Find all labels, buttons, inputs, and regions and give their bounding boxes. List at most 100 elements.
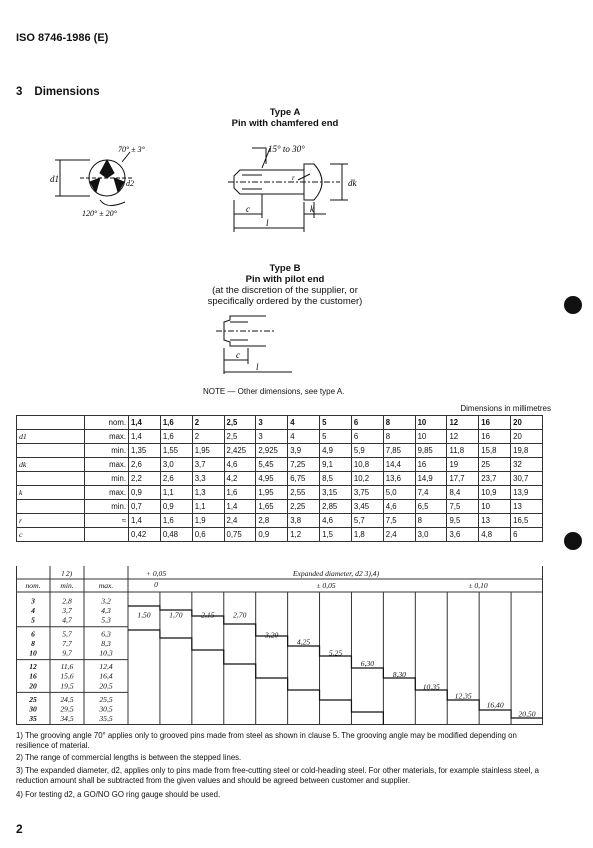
table-cell: 16 bbox=[478, 429, 512, 444]
pin-cross-section bbox=[55, 151, 134, 206]
row-symbol: k bbox=[16, 485, 85, 500]
table-cell: 6 bbox=[510, 527, 543, 542]
dk-label: dk bbox=[348, 178, 358, 188]
size-header: 2 bbox=[191, 415, 225, 430]
table-cell: 32 bbox=[510, 457, 543, 472]
table-cell: 3,75 bbox=[350, 485, 384, 500]
tolerance-3: ± 0,10 bbox=[468, 581, 488, 590]
expanded-value: 6,30 bbox=[361, 659, 374, 668]
size-header: 6 bbox=[350, 415, 384, 430]
type-b-l-label: l bbox=[256, 362, 259, 372]
size-header: 12 bbox=[446, 415, 480, 430]
stepped-line-lower bbox=[128, 629, 384, 725]
table-cell bbox=[16, 415, 85, 430]
table-cell: 1,4 bbox=[128, 429, 161, 444]
c-label: c bbox=[246, 204, 250, 214]
table-cell: 1,55 bbox=[159, 443, 193, 458]
table-cell: 7,25 bbox=[287, 457, 321, 472]
length-min: 24,5 bbox=[60, 695, 73, 704]
table-cell: 13 bbox=[478, 513, 512, 528]
table-cell: 17,7 bbox=[446, 471, 480, 486]
type-b-line2: specifically ordered by the customer) bbox=[207, 296, 363, 307]
size-header: 16 bbox=[478, 415, 512, 430]
size-header: 2,5 bbox=[223, 415, 257, 430]
table-cell: 1,1 bbox=[191, 499, 225, 514]
table-cell: 10 bbox=[414, 429, 448, 444]
groove-angle2-label: 120° ± 20° bbox=[82, 209, 118, 218]
standard-header: ISO 8746-1986 (E) bbox=[16, 32, 109, 44]
table-cell: 2,6 bbox=[128, 457, 161, 472]
footnote-4: 4) For testing d2, a GO/NO GO ring gauge… bbox=[16, 790, 221, 799]
length-nom: 35 bbox=[28, 714, 37, 723]
length-nom: 40 bbox=[28, 724, 37, 725]
row-label bbox=[84, 527, 129, 542]
table-cell: 0,7 bbox=[128, 499, 161, 514]
table-cell: 3,15 bbox=[319, 485, 352, 500]
page-number: 2 bbox=[16, 822, 23, 836]
table-cell: 3,8 bbox=[287, 513, 321, 528]
table-cell: 2,6 bbox=[159, 471, 193, 486]
table-cell: 1,3 bbox=[191, 485, 225, 500]
length-nom: 5 bbox=[31, 616, 35, 625]
table-cell: 2,8 bbox=[255, 513, 289, 528]
length-nom-header: nom. bbox=[26, 581, 41, 590]
table-cell: 7,85 bbox=[382, 443, 416, 458]
type-a-drawing: d1 d2 70° ± 3° 120° ± 20° 15° to 30° c k… bbox=[50, 144, 358, 232]
table-cell: 8,4 bbox=[446, 485, 480, 500]
length-min: 34,5 bbox=[59, 714, 73, 723]
l-label: l bbox=[266, 218, 269, 228]
length-max: 3,2 bbox=[100, 597, 111, 606]
table-cell: 25 bbox=[478, 457, 512, 472]
section-title: Dimensions bbox=[34, 86, 100, 98]
row-label: max. bbox=[84, 429, 129, 444]
table-cell: 3,45 bbox=[350, 499, 384, 514]
tolerance-1b: 0 bbox=[154, 580, 158, 589]
length-max-header: max. bbox=[99, 581, 114, 590]
tolerance-1: + 0,05 bbox=[146, 569, 167, 578]
expanded-value: 12,35 bbox=[455, 692, 472, 701]
length-nom: 4 bbox=[30, 606, 35, 615]
length-nom: 16 bbox=[29, 672, 37, 681]
table-cell: 15,8 bbox=[478, 443, 512, 458]
k-label: k bbox=[310, 204, 315, 214]
table-cell: 7,5 bbox=[382, 513, 416, 528]
length-max: 5,3 bbox=[101, 616, 111, 625]
table-cell: 9,5 bbox=[446, 513, 480, 528]
table-cell: 8 bbox=[382, 429, 416, 444]
table-cell: 1,1 bbox=[159, 485, 193, 500]
pin-side-view bbox=[228, 147, 348, 232]
length-max: 16,4 bbox=[99, 672, 112, 681]
section-heading: 3 Dimensions bbox=[16, 86, 100, 98]
length-max: 40,5 bbox=[99, 724, 112, 725]
expanded-diameter-title: Expanded diameter, d2 3),4) bbox=[292, 569, 380, 578]
table-cell: 0,42 bbox=[128, 527, 161, 542]
table-cell: 4,8 bbox=[478, 527, 512, 542]
expanded-value: 10,35 bbox=[423, 683, 440, 692]
table-cell: 2,2 bbox=[128, 471, 161, 486]
table-cell: 4,9 bbox=[319, 443, 352, 458]
expanded-value: 16,40 bbox=[487, 701, 504, 710]
table-cell: 3,3 bbox=[191, 471, 225, 486]
table-cell: 11,8 bbox=[446, 443, 480, 458]
units-note: Dimensions in millimetres bbox=[460, 404, 551, 413]
table-cell: 19,8 bbox=[510, 443, 543, 458]
length-min: 4,7 bbox=[62, 616, 73, 625]
section-number: 3 bbox=[16, 86, 23, 98]
table-cell: 6 bbox=[350, 429, 384, 444]
length-nom: 10 bbox=[29, 649, 37, 658]
table-cell: 10,8 bbox=[350, 457, 384, 472]
footnote-1: 1) The grooving angle 70° applies only t… bbox=[16, 731, 517, 750]
length-max: 6,3 bbox=[101, 629, 111, 638]
size-header: 8 bbox=[382, 415, 416, 430]
length-nom: 25 bbox=[28, 695, 37, 704]
table-cell: 8,5 bbox=[319, 471, 352, 486]
expanded-value: 5,25 bbox=[329, 648, 342, 657]
pilot-end-view bbox=[216, 315, 292, 374]
tolerance-2: ± 0,05 bbox=[316, 581, 336, 590]
